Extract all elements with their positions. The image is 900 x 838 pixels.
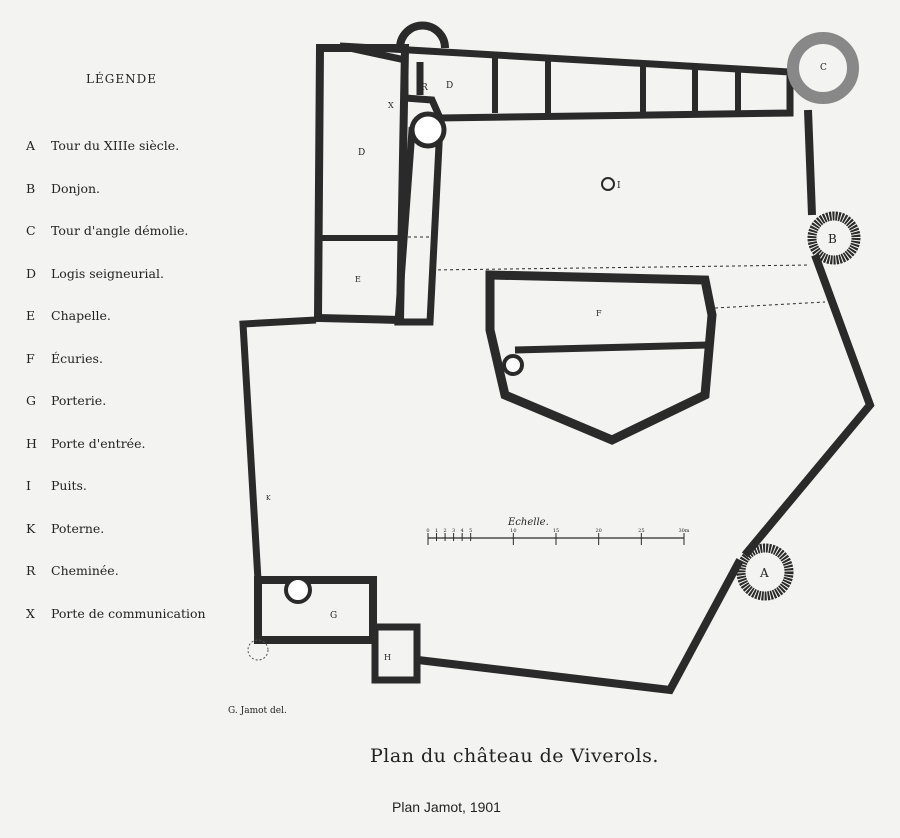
- legend-label: Donjon.: [51, 180, 101, 196]
- scale-tick-label: 25: [638, 528, 644, 534]
- legend-label: Tour du XIIIe siècle.: [51, 138, 180, 153]
- legend-label: Tour d'angle démolie.: [51, 223, 189, 238]
- scale-tick-label: 5: [469, 528, 472, 534]
- legend-key: D: [26, 265, 37, 281]
- porterie: [254, 576, 377, 644]
- legend-label: Porterie.: [51, 393, 107, 408]
- scale-tick-label: 4: [461, 528, 464, 534]
- plan-caption: Plan du château de Viverols.: [370, 745, 659, 767]
- postern-icon: [247, 639, 269, 661]
- label-i: I: [617, 181, 621, 191]
- legend-key: H: [26, 435, 37, 451]
- legend-item: C Tour d'angle démolie.: [26, 223, 206, 266]
- west-wing: [313, 44, 410, 325]
- tower-a: [736, 543, 794, 601]
- legend-title: LÉGENDE: [86, 72, 157, 86]
- legend-item: B Donjon.: [26, 181, 206, 224]
- legend: A Tour du XIIIe siècle. B Donjon. C Tour d'…: [26, 138, 206, 648]
- south-wall: [417, 558, 744, 695]
- legend-key: G: [26, 393, 36, 408]
- author-credit: G. Jamot del.: [228, 706, 287, 716]
- partition: [514, 341, 709, 354]
- scale-tick-label: 3: [452, 528, 455, 534]
- legend-item: D Logis seigneurial.: [26, 266, 206, 309]
- label-b: B: [828, 232, 837, 246]
- scale-tick-label: 20: [595, 528, 601, 534]
- image-credit: Plan Jamot, 1901: [392, 799, 501, 815]
- legend-item: K Poterne.: [26, 521, 206, 564]
- scale-tick-label: 10: [510, 528, 516, 534]
- legend-item: E Chapelle.: [26, 308, 206, 351]
- dashed-line: [714, 301, 826, 309]
- label-k: K: [266, 495, 271, 502]
- stables: [485, 270, 717, 445]
- scale-tick-label: 30m: [678, 528, 689, 534]
- label-g: G: [330, 611, 337, 621]
- scale-tick-label: 15: [553, 528, 559, 534]
- spiral-stair-icon: [409, 111, 447, 149]
- legend-label: Porte de communication: [51, 605, 206, 621]
- legend-key: F: [26, 350, 35, 366]
- legend-key: A: [26, 138, 36, 153]
- west-wall: [239, 316, 317, 581]
- legend-label: Puits.: [51, 478, 87, 493]
- label-e: E: [355, 275, 361, 284]
- legend-label: Écuries.: [51, 350, 103, 366]
- dashed-line: [431, 264, 811, 271]
- east-wall: [741, 253, 875, 558]
- legend-item: F Écuries.: [26, 351, 206, 394]
- label-a: A: [759, 566, 769, 580]
- legend-label: Cheminée.: [51, 563, 119, 578]
- legend-label: Chapelle.: [51, 308, 111, 323]
- gatehouse: [371, 623, 421, 684]
- label-c: C: [820, 63, 827, 73]
- scale-tick-label: 0: [426, 528, 429, 534]
- legend-item: R Cheminée.: [26, 563, 206, 606]
- tower-b: [807, 211, 861, 265]
- label-d: D: [446, 81, 453, 91]
- legend-key: R: [26, 563, 36, 578]
- legend-label: Logis seigneurial.: [51, 265, 164, 281]
- legend-label: Porte d'entrée.: [51, 435, 146, 451]
- well-icon: [601, 177, 615, 191]
- spiral-stair-icon: [502, 354, 524, 376]
- scale-title: Echelle.: [507, 517, 549, 528]
- label-x: X: [388, 101, 394, 110]
- legend-key: B: [26, 180, 36, 196]
- legend-key: E: [26, 308, 36, 323]
- legend-item: A Tour du XIIIe siècle.: [26, 138, 206, 181]
- legend-item: G Porterie.: [26, 393, 206, 436]
- legend-key: X: [26, 605, 35, 621]
- legend-key: C: [26, 223, 36, 238]
- tower-c: [787, 32, 859, 104]
- legend-item: H Porte d'entrée.: [26, 436, 206, 479]
- label-d: D: [358, 148, 365, 158]
- legend-key: K: [26, 520, 36, 536]
- scale-tick-label: 2: [443, 528, 446, 534]
- north-tower: [396, 21, 449, 49]
- label-f: F: [596, 309, 602, 318]
- legend-key: I: [26, 478, 31, 493]
- legend-label: Poterne.: [51, 520, 105, 536]
- spiral-stair-icon: [284, 576, 312, 604]
- label-r: R: [421, 83, 428, 93]
- scale-tick-label: 1: [435, 528, 438, 534]
- east-wall-north: [804, 109, 816, 216]
- legend-item: I Puits.: [26, 478, 206, 521]
- label-h: H: [384, 653, 391, 662]
- legend-item: X Porte de communication: [26, 606, 206, 649]
